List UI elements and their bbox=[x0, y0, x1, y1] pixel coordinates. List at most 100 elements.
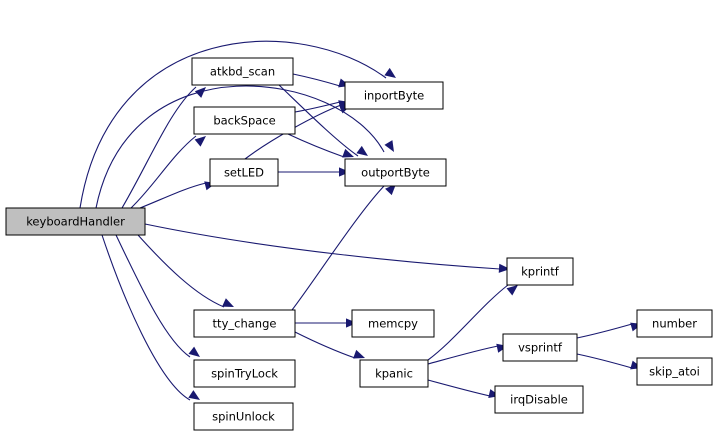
node-label: atkbd_scan bbox=[210, 65, 275, 79]
edge-line bbox=[576, 323, 633, 339]
node-label: inportByte bbox=[364, 89, 424, 103]
edge-line bbox=[427, 345, 499, 365]
edge-keyboardHandler-to-spinUnlock bbox=[101, 234, 200, 401]
edge-kpanic-to-irqDisable bbox=[427, 379, 500, 399]
node-irqDisable[interactable]: irqDisable bbox=[494, 385, 584, 414]
edge-keyboardHandler-to-outportByte bbox=[95, 85, 394, 209]
edge-arrowhead bbox=[356, 145, 368, 156]
edge-arrowhead bbox=[384, 67, 396, 78]
edge-keyboardHandler-to-spinTryLock bbox=[115, 234, 200, 358]
node-box[interactable] bbox=[494, 385, 584, 414]
node-label: skip_atoi bbox=[649, 365, 700, 379]
node-box[interactable] bbox=[636, 357, 713, 386]
node-spinUnlock[interactable]: spinUnlock bbox=[193, 402, 294, 431]
edge-line bbox=[294, 101, 341, 113]
edge-line bbox=[95, 85, 385, 209]
edge-keyboardHandler-to-backSpace bbox=[130, 135, 206, 209]
edge-tty_change-to-memcpy bbox=[295, 318, 357, 328]
node-label: vsprintf bbox=[518, 341, 563, 355]
node-number[interactable]: number bbox=[636, 309, 713, 338]
node-box[interactable] bbox=[344, 158, 447, 187]
node-label: kpanic bbox=[375, 367, 413, 381]
edge-atkbd_scan-to-inportByte bbox=[292, 73, 350, 88]
edge-line bbox=[137, 234, 225, 308]
node-box[interactable] bbox=[502, 333, 578, 362]
edge-arrowhead bbox=[506, 285, 518, 296]
edge-arrowhead bbox=[194, 87, 206, 98]
node-tty_change[interactable]: tty_change bbox=[193, 309, 296, 338]
node-label: irqDisable bbox=[510, 393, 568, 407]
node-label: number bbox=[652, 317, 697, 331]
node-box[interactable] bbox=[209, 158, 279, 187]
edge-keyboardHandler-to-kprintf bbox=[144, 223, 510, 273]
node-box[interactable] bbox=[351, 309, 435, 338]
edge-setLED-to-outportByte bbox=[277, 167, 350, 177]
node-label: keyboardHandler bbox=[26, 215, 125, 229]
edge-backSpace-to-outportByte bbox=[287, 133, 354, 158]
node-layer: keyboardHandler atkbd_scan backSpace setLED… bbox=[5, 57, 713, 431]
edge-line bbox=[130, 135, 197, 209]
edge-keyboardHandler-to-inportByte bbox=[79, 40, 396, 209]
edge-line bbox=[278, 84, 359, 157]
edge-line bbox=[294, 331, 356, 359]
node-kpanic[interactable]: kpanic bbox=[359, 359, 429, 388]
edge-line bbox=[121, 86, 197, 209]
edge-vsprintf-to-skip_atoi bbox=[576, 353, 642, 370]
edge-line bbox=[79, 40, 387, 209]
node-box[interactable] bbox=[193, 106, 296, 135]
node-memcpy[interactable]: memcpy bbox=[351, 309, 435, 338]
edge-arrowhead bbox=[188, 346, 200, 357]
edge-line bbox=[291, 183, 387, 311]
edge-line bbox=[115, 234, 191, 358]
node-outportByte[interactable]: outportByte bbox=[344, 158, 447, 187]
edge-line bbox=[101, 234, 191, 401]
node-box-root[interactable] bbox=[5, 207, 146, 236]
edge-line bbox=[287, 133, 345, 158]
node-box[interactable] bbox=[193, 359, 296, 388]
node-skip_atoi[interactable]: skip_atoi bbox=[636, 357, 713, 386]
edge-tty_change-to-kpanic bbox=[294, 331, 365, 359]
edge-kpanic-to-kprintf bbox=[427, 284, 518, 361]
node-label: kprintf bbox=[521, 265, 560, 279]
edge-vsprintf-to-number bbox=[576, 322, 642, 339]
edge-arrowhead bbox=[222, 298, 234, 307]
node-label: tty_change bbox=[213, 317, 277, 331]
node-box[interactable] bbox=[344, 81, 444, 110]
node-vsprintf[interactable]: vsprintf bbox=[502, 333, 578, 362]
node-backSpace[interactable]: backSpace bbox=[193, 106, 296, 135]
node-label: backSpace bbox=[213, 114, 275, 128]
node-setLED[interactable]: setLED bbox=[209, 158, 279, 187]
edge-atkbd_scan-to-outportByte bbox=[278, 84, 368, 157]
edge-line bbox=[292, 73, 341, 87]
edge-arrowhead bbox=[188, 390, 200, 400]
node-box[interactable] bbox=[359, 359, 429, 388]
node-box[interactable] bbox=[191, 57, 294, 86]
edge-line bbox=[576, 353, 633, 369]
node-spinTryLock[interactable]: spinTryLock bbox=[193, 359, 296, 388]
node-box[interactable] bbox=[193, 402, 294, 431]
edge-arrowhead bbox=[194, 136, 206, 147]
node-inportByte[interactable]: inportByte bbox=[344, 81, 444, 110]
edge-keyboardHandler-to-atkbd_scan bbox=[121, 86, 206, 209]
edge-line bbox=[427, 284, 509, 361]
node-keyboardHandler[interactable]: keyboardHandler bbox=[5, 207, 146, 236]
node-box[interactable] bbox=[506, 257, 574, 286]
edge-line bbox=[144, 223, 501, 270]
node-box[interactable] bbox=[636, 309, 713, 338]
edge-arrowhead bbox=[353, 349, 365, 359]
edge-keyboardHandler-to-tty_change bbox=[137, 234, 234, 308]
edge-arrowhead bbox=[342, 148, 354, 158]
node-label: setLED bbox=[224, 166, 264, 180]
node-kprintf[interactable]: kprintf bbox=[506, 257, 574, 286]
edge-tty_change-to-outportByte bbox=[291, 183, 396, 311]
node-label: spinTryLock bbox=[211, 367, 278, 381]
edge-arrowhead bbox=[498, 263, 510, 273]
edge-arrowhead bbox=[384, 140, 394, 152]
node-atkbd_scan[interactable]: atkbd_scan bbox=[191, 57, 294, 86]
node-label: memcpy bbox=[368, 317, 418, 331]
edge-line bbox=[139, 182, 207, 209]
node-label: spinUnlock bbox=[212, 410, 275, 424]
edge-arrowhead bbox=[385, 184, 396, 196]
node-box[interactable] bbox=[193, 309, 296, 338]
